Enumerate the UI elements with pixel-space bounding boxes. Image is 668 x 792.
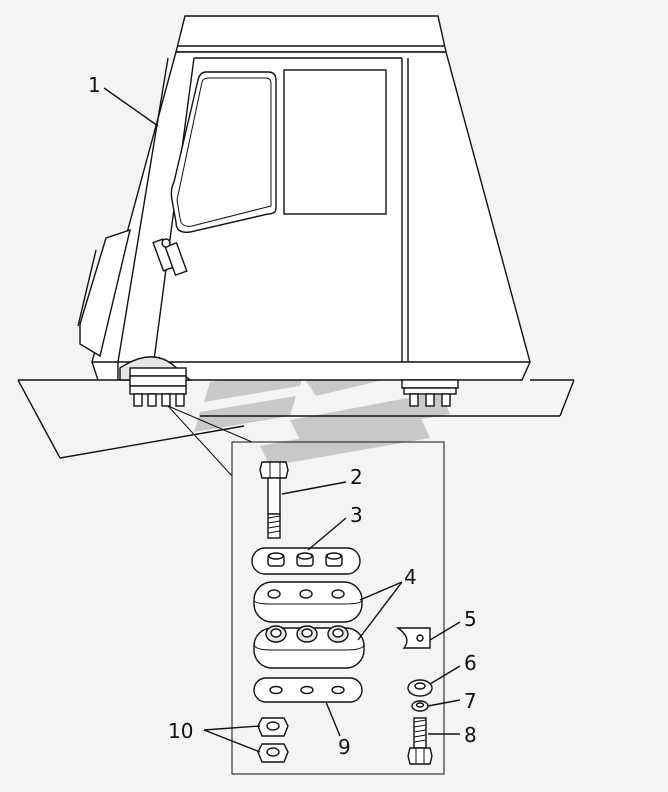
hex-nut-upper — [257, 717, 289, 737]
rubber-cushion-lower — [253, 625, 365, 669]
cushion-sleeves — [265, 625, 349, 643]
flat-washer — [407, 679, 433, 697]
callout-3: 3 — [350, 503, 363, 527]
platform-frame — [17, 379, 575, 459]
bolt-short — [407, 717, 433, 765]
clip-bracket — [395, 627, 431, 649]
callout-7: 7 — [464, 689, 477, 713]
callout-5: 5 — [464, 607, 477, 631]
callout-6: 6 — [464, 651, 477, 675]
callout-4: 4 — [404, 565, 417, 589]
callout-2: 2 — [350, 465, 363, 489]
top-plate — [251, 547, 361, 575]
leader-lines — [103, 87, 461, 753]
callout-1: 1 — [88, 73, 101, 97]
detail-view-box — [167, 405, 445, 775]
callout-8: 8 — [464, 723, 477, 747]
spring-washer — [411, 700, 429, 712]
bottom-plate — [253, 677, 363, 703]
door-handle — [152, 238, 188, 277]
callout-9: 9 — [338, 735, 351, 759]
rear-mount-bolts — [409, 393, 451, 407]
hex-nut-lower — [257, 743, 289, 763]
front-mount-bolts — [133, 393, 185, 407]
callout-labels: 1 2 3 4 5 6 7 8 9 10 — [88, 73, 477, 759]
bolt-long — [259, 461, 289, 539]
rubber-cushion-upper — [253, 581, 363, 623]
cab-assembly — [77, 15, 531, 407]
callout-10: 10 — [168, 719, 193, 743]
plate-nuts — [267, 552, 343, 567]
